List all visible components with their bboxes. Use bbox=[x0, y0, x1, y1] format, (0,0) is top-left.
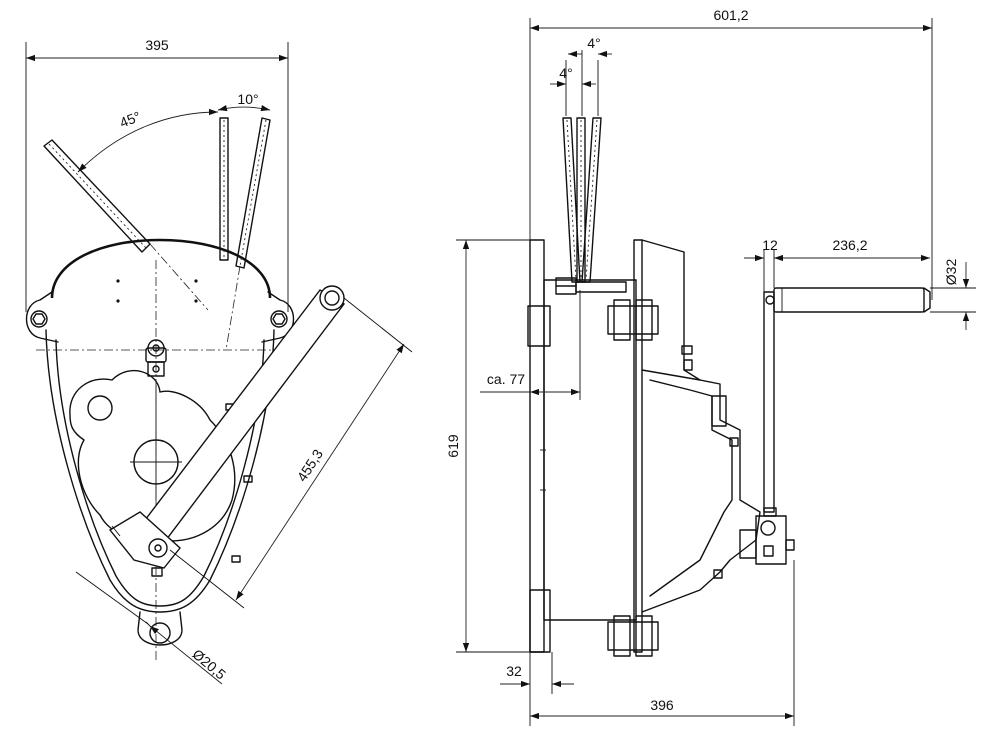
dim-hole-diameter: Ø20,5 bbox=[75, 571, 229, 685]
dim-angle-10-label: 10° bbox=[237, 91, 258, 107]
dim-angle-4-lower: 4° bbox=[550, 65, 596, 88]
hand-lever bbox=[108, 285, 346, 577]
dim-angle-4-upper: 4° bbox=[568, 35, 612, 58]
crank-handle bbox=[739, 287, 931, 565]
dim-angle-10: 10° bbox=[217, 91, 271, 112]
dim-lever-length-label: 455,3 bbox=[294, 446, 327, 484]
dim-crank: 12 236,2 bbox=[744, 237, 930, 292]
dim-base-plate: 32 bbox=[500, 652, 574, 694]
dim-width-395: 395 bbox=[25, 37, 289, 312]
front-view: 395 bbox=[25, 37, 413, 685]
inner-mechanism bbox=[69, 279, 253, 563]
dim-base-plate-label: 32 bbox=[506, 663, 522, 679]
dim-depth-label: 396 bbox=[650, 697, 674, 713]
dim-depth: 396 bbox=[529, 560, 795, 726]
gearbox-body bbox=[527, 239, 761, 657]
dim-height: 619 bbox=[445, 239, 540, 653]
dim-angle-45-label: 45° bbox=[117, 108, 143, 131]
dim-overall-length-label: 601,2 bbox=[713, 7, 748, 23]
dim-handle-diameter-label: Ø32 bbox=[943, 259, 959, 286]
dim-handle-diameter: Ø32 bbox=[930, 259, 976, 330]
dim-angle-4-lower-label: 4° bbox=[559, 65, 572, 81]
dim-height-label: 619 bbox=[445, 434, 461, 458]
dim-crank-offset-label: 12 bbox=[762, 237, 778, 253]
dim-angle-4-upper-label: 4° bbox=[587, 35, 600, 51]
dim-crank-length-label: 236,2 bbox=[832, 237, 867, 253]
dim-angle-45: 45° bbox=[77, 108, 219, 173]
lever-positions bbox=[43, 117, 271, 351]
dim-overall-length: 601,2 bbox=[529, 7, 933, 300]
dim-hole-diameter-label: Ø20,5 bbox=[189, 646, 229, 683]
dim-offset: ca. 77 bbox=[480, 290, 581, 400]
housing-outline bbox=[25, 238, 295, 646]
dim-offset-label: ca. 77 bbox=[487, 371, 525, 387]
side-view: 601,2 4° 4° bbox=[445, 7, 976, 726]
dim-width-label: 395 bbox=[145, 37, 169, 53]
lever-positions-side bbox=[562, 50, 602, 283]
